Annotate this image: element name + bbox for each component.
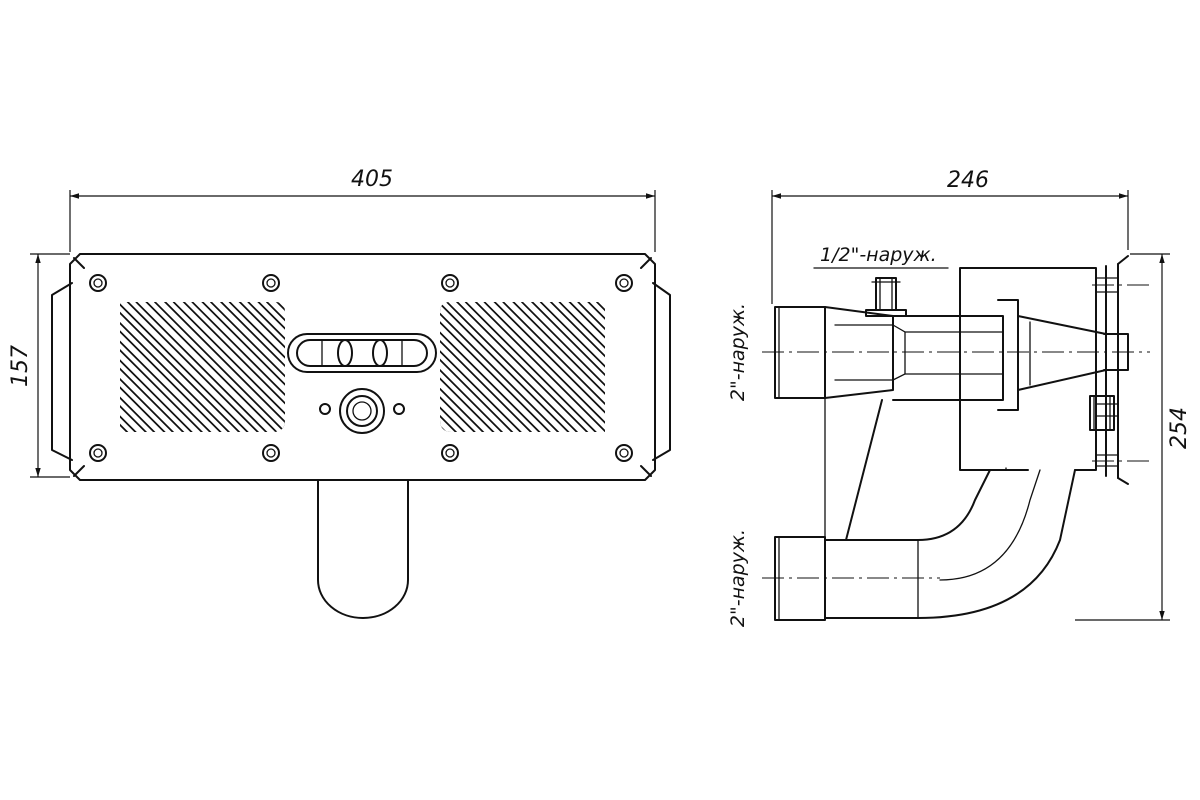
round-fitting: [319, 388, 405, 434]
dimension-front-height: 157: [8, 253, 70, 478]
support-strut: [845, 399, 883, 541]
housing-box: [959, 267, 1097, 471]
dimension-label-246: 246: [947, 168, 989, 193]
dimension-label-157: 157: [8, 345, 33, 387]
top-small-port: [865, 277, 907, 317]
dimension-label-405: 405: [351, 167, 393, 192]
lower-pipe-label: 2"-наруж.: [727, 529, 749, 627]
left-mounting-tab: [51, 282, 73, 461]
nozzle-centerlines: [1092, 284, 1150, 462]
dimension-label-254: 254: [1167, 407, 1192, 449]
screw-icon: [615, 274, 633, 292]
top-port-callout: 1/2"-наруж.: [813, 244, 949, 269]
nozzle-oval: [287, 333, 437, 373]
screw-icon: [262, 444, 280, 462]
top-port-label: 1/2"-наруж.: [820, 244, 937, 266]
screw-icon: [441, 444, 459, 462]
upper-pipe: [774, 299, 1107, 411]
screws: [89, 274, 633, 462]
dimension-side-width: 246: [771, 168, 1129, 304]
screw-icon: [441, 274, 459, 292]
screw-icon: [89, 274, 107, 292]
side-view: 246 254 1/2"-наруж. 2"-наруж. 2"-наруж.: [727, 168, 1192, 627]
screw-icon: [615, 444, 633, 462]
grille-slot: [265, 302, 285, 432]
front-plate: [69, 253, 656, 481]
left-grille: [120, 302, 285, 432]
front-view: 405 157: [8, 167, 671, 619]
lower-pipe-elbow: [774, 467, 1076, 621]
upper-pipe-label: 2"-наруж.: [727, 303, 749, 401]
bottom-pipe: [317, 479, 409, 619]
grille-slot: [440, 302, 445, 432]
screw-icon: [262, 274, 280, 292]
grille-slot: [440, 302, 464, 432]
right-grille: [440, 302, 605, 432]
dimension-side-height: 254: [1075, 253, 1192, 621]
screw-icon: [89, 444, 107, 462]
dimension-front-width: 405: [69, 167, 656, 252]
right-mounting-tab: [652, 282, 671, 461]
front-nozzle-assembly: [1089, 255, 1129, 485]
